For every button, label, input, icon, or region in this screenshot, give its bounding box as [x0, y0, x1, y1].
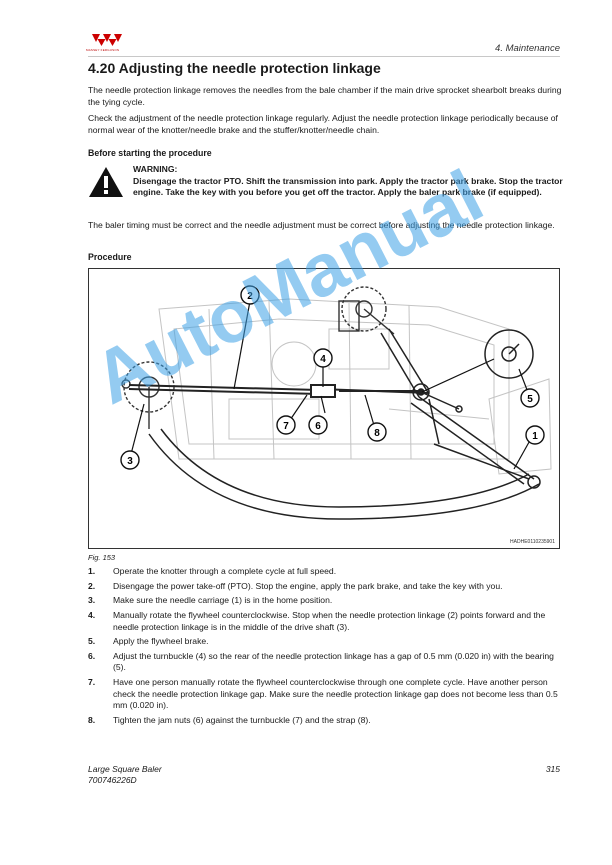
header-divider: [88, 56, 560, 57]
procedure-step: 4.Manually rotate the flywheel countercl…: [88, 610, 546, 632]
footer-doc-number: 700746226D: [88, 775, 137, 785]
callout-8: 8: [367, 422, 387, 442]
callout-6: 6: [308, 415, 328, 435]
procedure-steps: 1.Operate the knotter through a complete…: [88, 566, 563, 730]
warning-text: Disengage the tractor PTO. Shift the tra…: [133, 175, 563, 198]
procedure-heading: Procedure: [88, 252, 132, 262]
baler-linkage-illustration: 1 2 3 4 5 6 7 8: [120, 285, 552, 520]
intro-paragraph-2: Check the adjustment of the needle prote…: [88, 113, 558, 135]
page-title: 4.20 Adjusting the needle protection lin…: [88, 60, 381, 76]
timing-note: The baler timing must be correct and the…: [88, 220, 555, 230]
svg-text:1: 1: [532, 431, 538, 442]
figure-callouts: 1 2 3 4 5 6 7 8: [120, 285, 545, 470]
brand-text: MASSEY FERGUSON: [86, 48, 120, 52]
massey-ferguson-logo: [92, 34, 122, 46]
procedure-step: 5.Apply the flywheel brake.: [88, 636, 209, 647]
section-running-head: 4. Maintenance: [495, 43, 560, 54]
callout-5: 5: [520, 388, 540, 408]
warning-block: WARNING: Disengage the tractor PTO. Shif…: [133, 164, 563, 199]
page-number: 315: [545, 764, 560, 774]
callout-3: 3: [120, 450, 140, 470]
callout-7: 7: [276, 415, 296, 435]
figure-code: HADHE0110235901: [510, 539, 555, 545]
warning-title: WARNING:: [133, 164, 178, 174]
footer-product-name: Large Square Baler: [88, 764, 162, 774]
svg-text:5: 5: [527, 394, 533, 405]
callout-1: 1: [525, 425, 545, 445]
before-starting-heading: Before starting the procedure: [88, 148, 212, 158]
procedure-step: 3.Make sure the needle carriage (1) is i…: [88, 595, 333, 606]
needle-linkage-figure: 1 2 3 4 5 6 7 8 HADHE0110235901: [88, 268, 560, 549]
procedure-step: 7.Have one person manually rotate the fl…: [88, 677, 558, 711]
footer-product: Large Square Baler 700746226D: [88, 764, 162, 786]
warning-triangle-icon: [89, 167, 123, 197]
svg-text:6: 6: [315, 421, 321, 432]
svg-text:7: 7: [283, 421, 289, 432]
svg-text:4: 4: [320, 354, 326, 365]
svg-text:2: 2: [247, 291, 253, 302]
callout-2: 2: [240, 285, 260, 305]
procedure-step: 8.Tighten the jam nuts (6) against the t…: [88, 714, 371, 725]
procedure-step: 1.Operate the knotter through a complete…: [88, 566, 337, 576]
callout-4: 4: [313, 348, 333, 368]
procedure-step: 2.Disengage the power take-off (PTO). St…: [88, 580, 503, 591]
procedure-step: 6.Adjust the turnbuckle (4) so the rear …: [88, 650, 554, 673]
figure-caption: Fig. 153: [88, 553, 116, 562]
svg-text:8: 8: [374, 428, 380, 439]
svg-text:3: 3: [127, 456, 133, 467]
intro-paragraph-1: The needle protection linkage removes th…: [88, 85, 562, 107]
